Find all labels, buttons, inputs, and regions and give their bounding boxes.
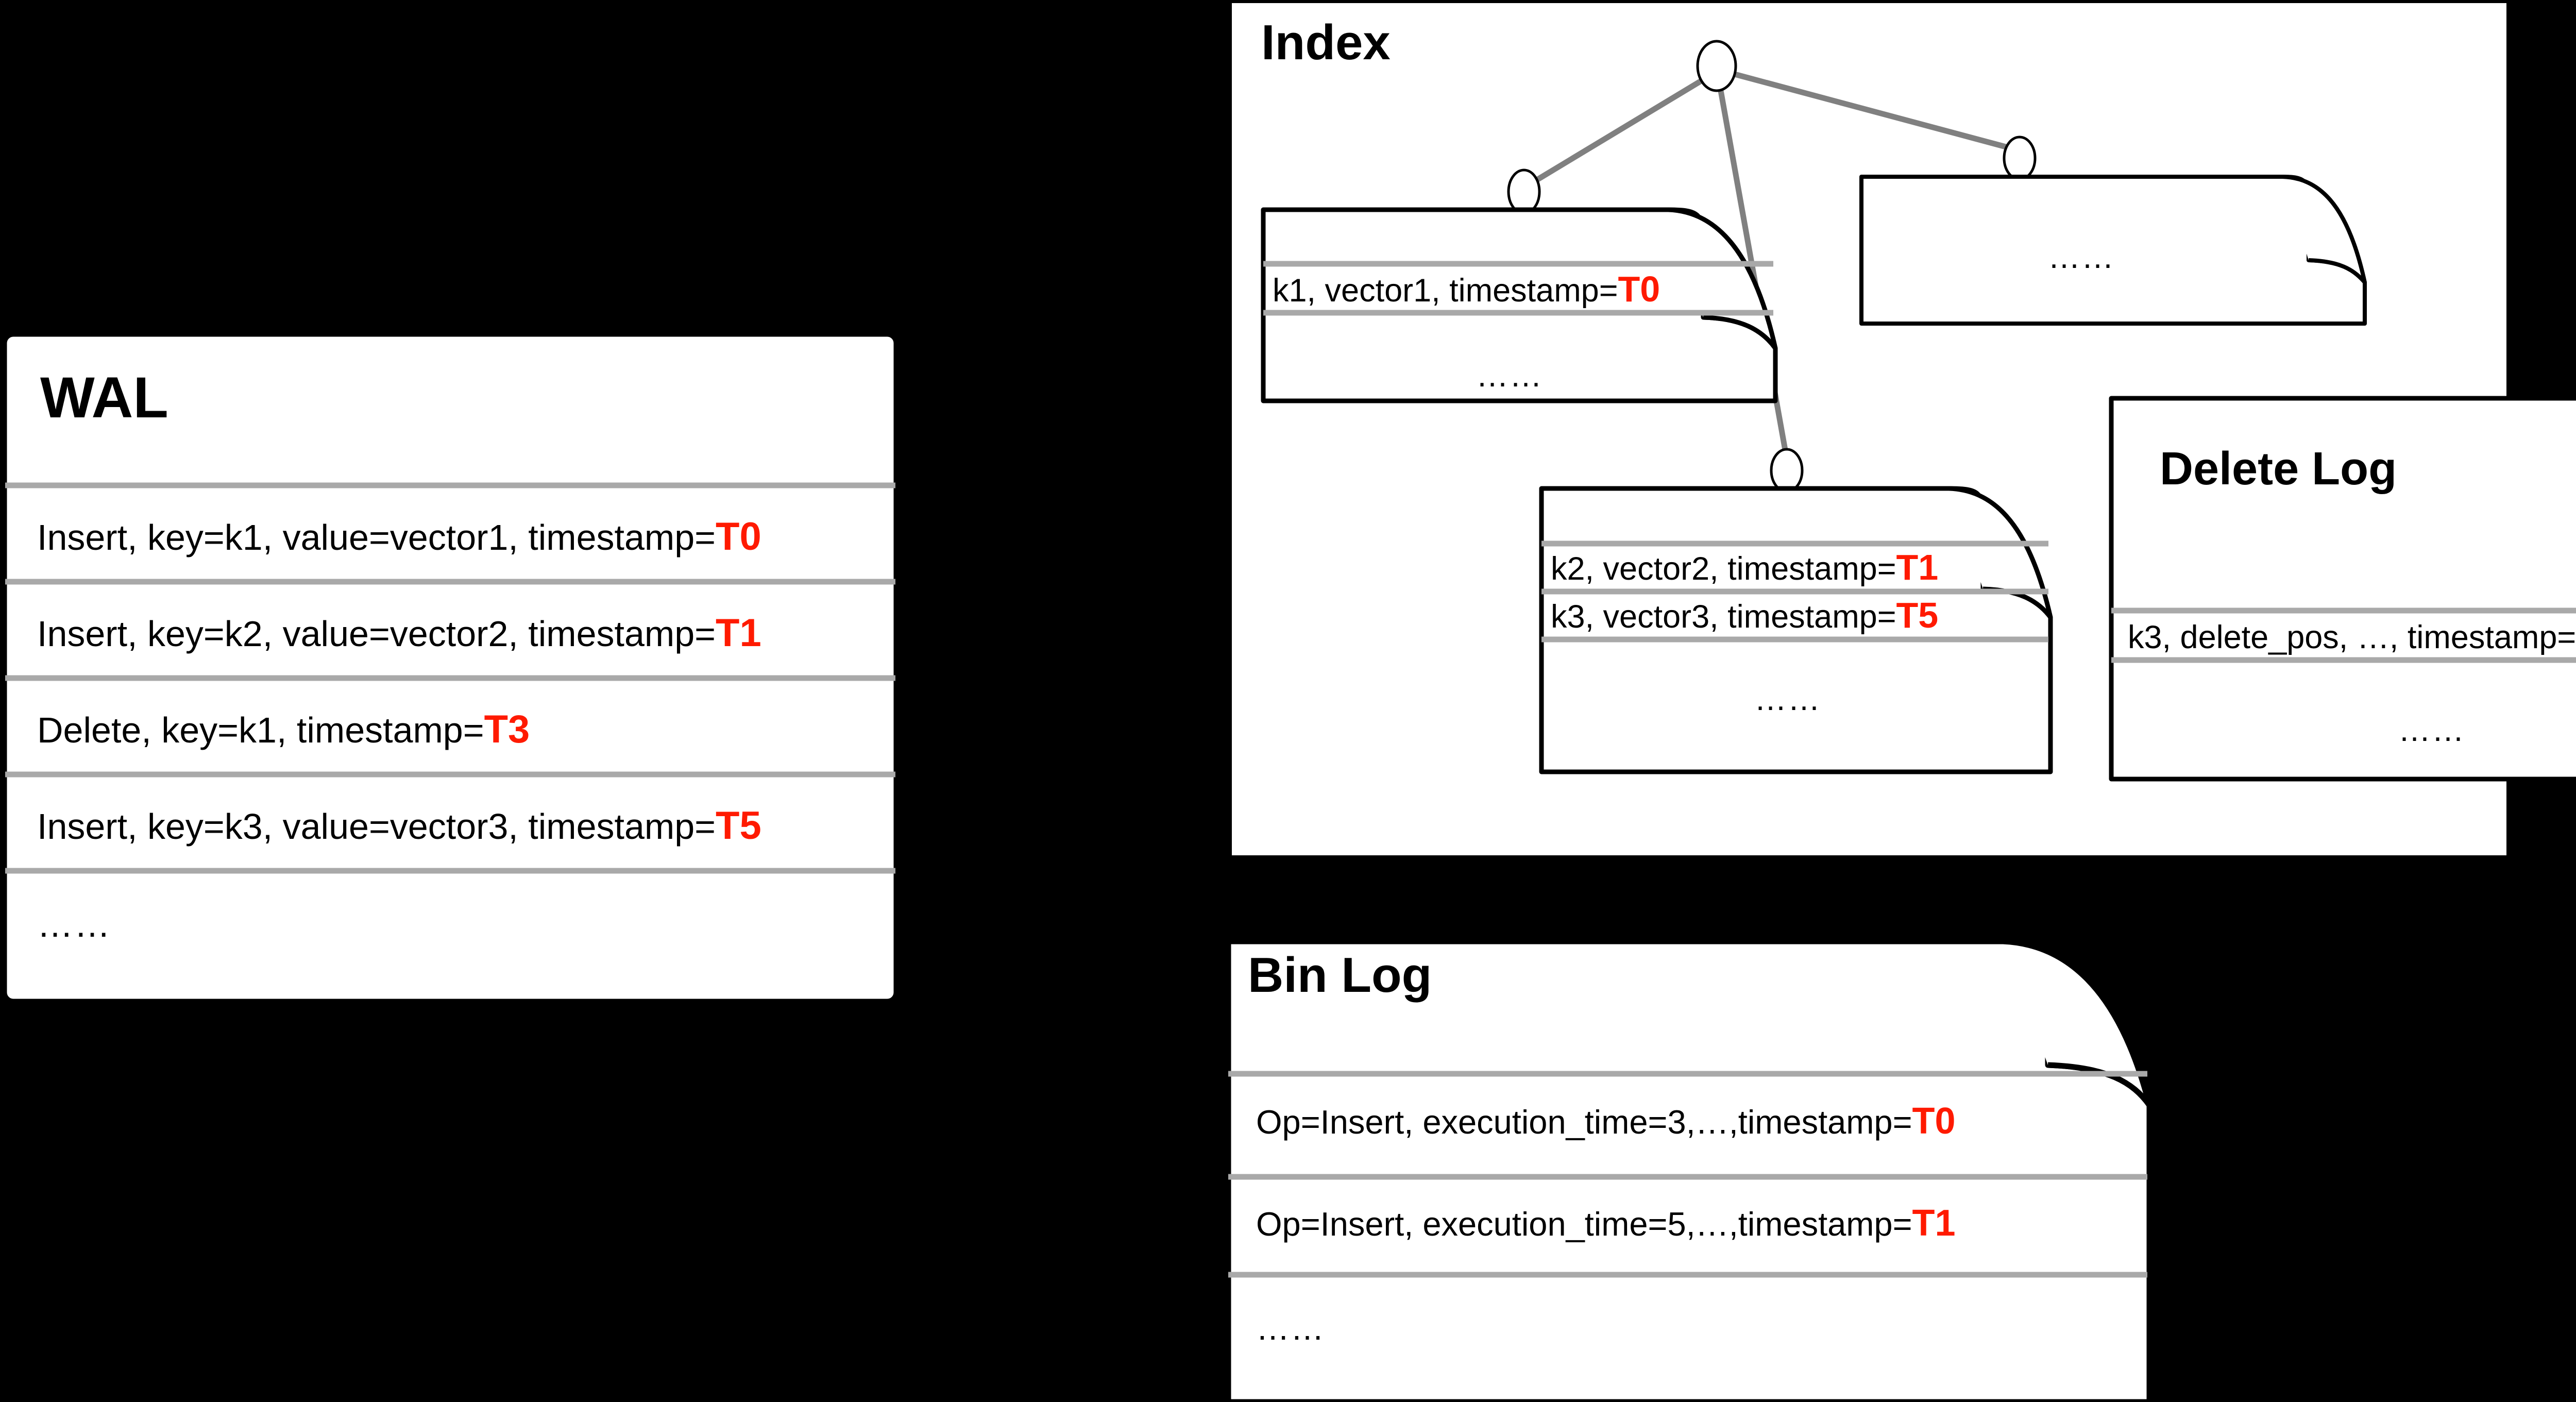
leaf-card-k2k3-row-text: k3, vector3, timestamp= — [1551, 599, 1896, 635]
wal-title: WAL — [40, 365, 168, 430]
leaf-card-k2k3-row: k3, vector3, timestamp=T5 — [1551, 595, 1938, 635]
wal-row-text: Insert, key=k3, value=vector3, timestamp… — [37, 806, 716, 847]
leaf-card-k1-ellipsis: …… — [1476, 358, 1543, 394]
bin-log-outline — [1225, 938, 2153, 1402]
delete-log-outline — [2109, 396, 2576, 782]
bin-log-row-timestamp: T1 — [1912, 1203, 1956, 1244]
bin-log-ellipsis: …… — [1256, 1309, 1325, 1347]
leaf-card-right-ellipsis: …… — [2048, 239, 2115, 275]
wal-row-timestamp: T1 — [716, 611, 761, 655]
bin-log-row-text: Op=Insert, execution_time=5,…,timestamp= — [1256, 1205, 1912, 1243]
index-leaf-card-right[interactable]: …… — [1859, 175, 2367, 326]
bin-log-row: Op=Insert, execution_time=5,…,timestamp=… — [1256, 1203, 1956, 1244]
tree-node-child-mid[interactable] — [1770, 448, 1804, 493]
delete-log-title: Delete Log — [2160, 443, 2397, 495]
wal-row-timestamp: T5 — [716, 804, 761, 848]
leaf-card-k2k3-row: k2, vector2, timestamp=T1 — [1551, 547, 1938, 587]
wal-row-text: Delete, key=k1, timestamp= — [37, 710, 484, 750]
delete-log-ellipsis: …… — [2398, 712, 2465, 748]
leaf-card-k2k3-ellipsis: …… — [1754, 681, 1821, 717]
leaf-card-k2k3-row-timestamp: T5 — [1896, 595, 1939, 635]
tree-edge-root-left — [1526, 70, 1717, 188]
delete-log-row-text: k3, delete_pos, …, timestamp= — [2128, 619, 2576, 655]
wal-row: Insert, key=k2, value=vector2, timestamp… — [37, 611, 761, 655]
bin-log-panel[interactable]: Bin Log Op=Insert, execution_time=3,…,ti… — [1225, 938, 2153, 1402]
wal-row-timestamp: T3 — [484, 707, 530, 751]
wal-row-text: Insert, key=k1, value=vector1, timestamp… — [37, 517, 716, 558]
tree-node-child-right[interactable] — [2003, 136, 2037, 181]
index-title: Index — [1261, 15, 1391, 70]
leaf-card-k2k3-row-timestamp: T1 — [1896, 547, 1939, 587]
leaf-card-right-fold — [2282, 175, 2367, 284]
wal-row: Insert, key=k3, value=vector3, timestamp… — [37, 804, 761, 848]
wal-panel-body — [3, 333, 897, 1003]
tree-node-root[interactable] — [1696, 40, 1737, 92]
wal-row-timestamp: T0 — [716, 515, 761, 559]
bin-log-row-timestamp: T0 — [1912, 1101, 1956, 1142]
leaf-card-k1-row: k1, vector1, timestamp=T0 — [1273, 269, 1660, 309]
wal-row: Delete, key=k1, timestamp=T3 — [37, 707, 530, 751]
wal-row: Insert, key=k1, value=vector1, timestamp… — [37, 515, 761, 559]
bin-log-title: Bin Log — [1248, 948, 1432, 1003]
wal-row-text: Insert, key=k2, value=vector2, timestamp… — [37, 614, 716, 654]
leaf-card-k2k3-row-text: k2, vector2, timestamp= — [1551, 551, 1896, 587]
delete-log-panel[interactable]: Delete Log k3, delete_pos, …, timestamp=… — [2109, 396, 2576, 782]
delete-log-row: k3, delete_pos, …, timestamp=T3 — [2128, 616, 2576, 656]
wal-panel: WAL Insert, key=k1, value=vector1, times… — [3, 333, 897, 1003]
wal-row-ellipsis: …… — [37, 904, 111, 944]
bin-log-row: Op=Insert, execution_time=3,…,timestamp=… — [1256, 1101, 1956, 1142]
leaf-card-k2k3-fold — [1948, 486, 2053, 620]
index-leaf-card-k1[interactable]: k1, vector1, timestamp=T0 …… — [1261, 207, 1778, 403]
bin-log-row-text: Op=Insert, execution_time=3,…,timestamp= — [1256, 1103, 1912, 1141]
leaf-card-k1-row-timestamp: T0 — [1618, 269, 1660, 309]
tree-node-child-left[interactable] — [1507, 168, 1541, 215]
index-leaf-card-k2k3[interactable]: k2, vector2, timestamp=T1 k3, vector3, t… — [1539, 486, 2053, 774]
tree-edge-root-right — [1726, 69, 2016, 153]
leaf-card-k1-row-text: k1, vector1, timestamp= — [1273, 273, 1618, 309]
